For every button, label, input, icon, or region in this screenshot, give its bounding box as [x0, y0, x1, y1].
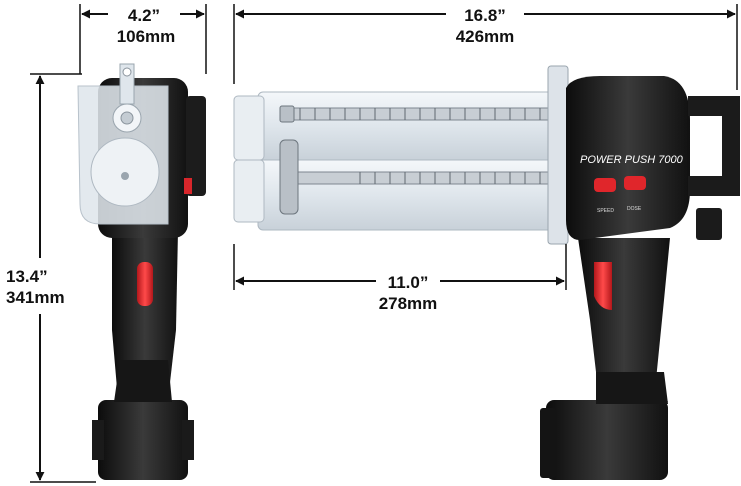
cartridge-nozzle: [233, 95, 265, 161]
side-view: POWER PUSH 7000 SPEED DOSE: [233, 65, 740, 480]
rear-hook: [688, 96, 740, 196]
cartridge-lower-tube: [257, 159, 561, 231]
side-head-housing: [566, 76, 690, 240]
cartridge-length-metric: 278mm: [379, 294, 438, 313]
length-dimension: 16.8” 426mm: [233, 4, 738, 90]
cartridge-length-dimension: 11.0” 278mm: [233, 244, 567, 313]
side-trigger: [594, 262, 612, 310]
front-trigger: [137, 262, 153, 306]
height-imperial: 13.4”: [6, 267, 48, 286]
plunger-rod-upper: [284, 107, 554, 121]
length-imperial: 16.8”: [464, 6, 506, 25]
front-view: [77, 63, 206, 480]
cartridge-upper-tube: [257, 91, 561, 161]
width-dimension: 4.2” 106mm: [79, 4, 207, 74]
width-metric: 106mm: [117, 27, 176, 46]
side-battery: [546, 400, 668, 480]
front-battery: [98, 400, 188, 480]
front-handle: [112, 230, 178, 400]
width-imperial: 4.2”: [128, 6, 160, 25]
plunger-rod-lower: [294, 171, 554, 185]
speed-button[interactable]: [594, 178, 616, 192]
length-metric: 426mm: [456, 27, 515, 46]
speed-button-label: SPEED: [597, 208, 614, 214]
cartridge-length-imperial: 11.0”: [388, 273, 429, 292]
piston-upper: [279, 105, 295, 123]
height-dimension: 13.4” 341mm: [6, 73, 96, 483]
brand-label: POWER PUSH 7000: [580, 154, 684, 166]
height-metric: 341mm: [6, 288, 65, 307]
dose-button[interactable]: [624, 176, 646, 190]
dose-button-label: DOSE: [627, 206, 642, 212]
cartridge-mount-plate: [547, 65, 569, 245]
piston-lower: [279, 139, 299, 215]
